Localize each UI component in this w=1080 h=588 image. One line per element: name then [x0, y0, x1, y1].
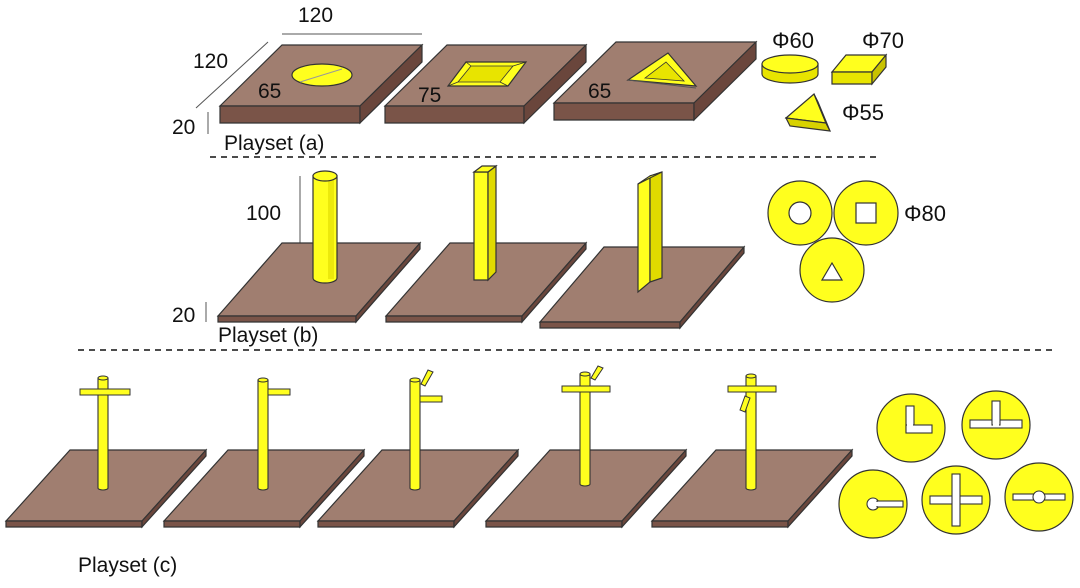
- board-circle-hole: [218, 43, 424, 125]
- triangle-diameter-label: Φ55: [842, 100, 884, 125]
- board-c-4: [484, 365, 688, 529]
- board-c-1: [4, 375, 208, 529]
- board-cylinder-pole: [216, 170, 422, 324]
- dim-depth-label: 120: [193, 50, 228, 73]
- disk-c-3: [838, 469, 908, 539]
- board-triangle-pole: [538, 171, 746, 330]
- dim-height-b-label: 20: [172, 304, 195, 327]
- box-diameter-label: Φ70: [862, 28, 904, 53]
- playset-c-label: Playset (c): [78, 554, 177, 577]
- dim-width-label: 120: [298, 4, 333, 27]
- board-c-2: [162, 377, 366, 529]
- playset-c: Playset (c): [4, 365, 1074, 577]
- playset-a-label: Playset (a): [224, 132, 324, 155]
- disk-triangle-hole: [799, 237, 865, 303]
- playset-b: 100 20: [172, 164, 946, 347]
- board-c-5: [650, 373, 854, 529]
- cylinder-diameter-label: Φ60: [772, 28, 814, 53]
- playset-b-label: Playset (b): [218, 324, 318, 347]
- box-piece: [830, 53, 888, 86]
- board-c-3: [316, 369, 520, 529]
- disk-diameter-label: Φ80: [904, 201, 946, 226]
- disk-c-2: [961, 390, 1031, 460]
- dim-pole-height-label: 100: [246, 202, 281, 225]
- playset-a: 120 120 20 65 75: [172, 4, 904, 155]
- board-square-hole: [383, 43, 588, 125]
- hole-label-2: 75: [418, 84, 441, 107]
- cylinder-piece: [761, 54, 819, 84]
- board-square-pole: [384, 164, 588, 324]
- disk-c-4: [921, 465, 991, 535]
- hole-label-1: 65: [258, 80, 281, 103]
- disk-c-5: [1004, 462, 1074, 532]
- disk-circle-hole: [767, 180, 833, 246]
- dim-line-depth: [195, 41, 269, 109]
- disk-square-hole: [833, 180, 899, 246]
- dim-height-label: 20: [172, 116, 195, 139]
- hole-label-3: 65: [588, 80, 611, 103]
- board-triangle-hole: [552, 40, 758, 122]
- disk-c-1: [876, 393, 946, 463]
- triangle-piece: [784, 93, 832, 132]
